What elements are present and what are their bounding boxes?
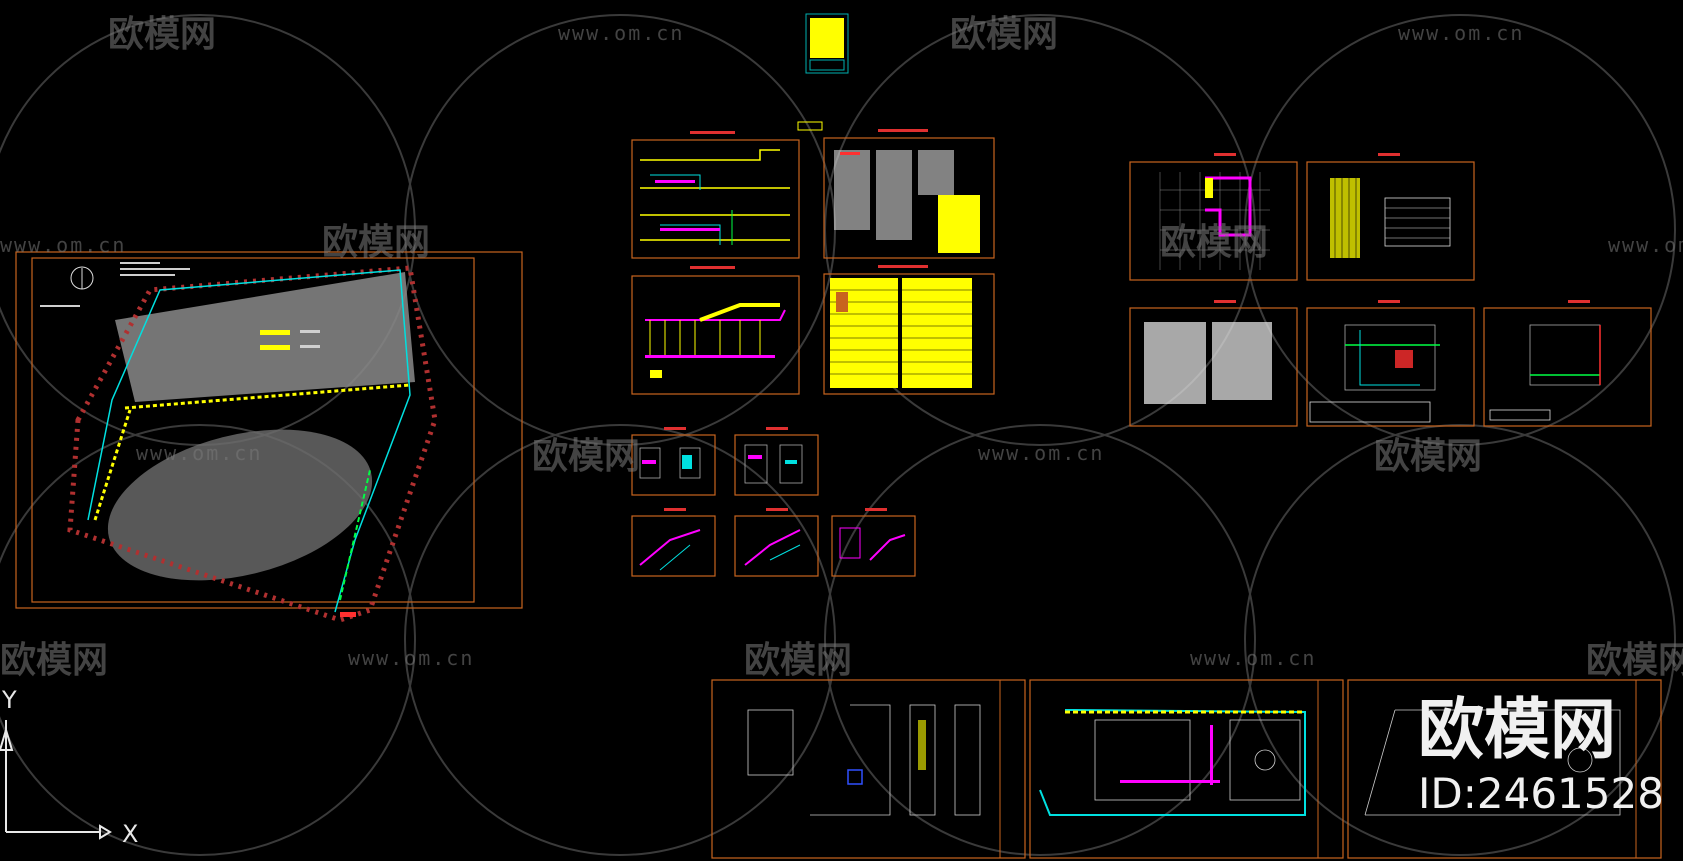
pipe-route <box>87 269 411 613</box>
corner-id: ID:2461528 <box>1418 769 1664 818</box>
watermark-url: www.om.cn <box>348 646 474 670</box>
detail-sheet-b[interactable] <box>734 427 819 496</box>
watermark-circles <box>0 14 1676 856</box>
watermark-url: www.om.cn <box>1608 233 1683 257</box>
notes-sheet-right[interactable] <box>1129 300 1298 427</box>
iso-sheet-b[interactable] <box>734 508 819 577</box>
watermark-logo: 欧模网 <box>1374 436 1482 477</box>
material-table-sheet[interactable] <box>823 265 995 395</box>
iso-sheet-c[interactable] <box>831 508 916 577</box>
building-plan-bottom-c[interactable] <box>1347 679 1662 859</box>
watermark-logo: 欧模网 <box>1160 222 1268 263</box>
watermark-url: www.om.cn <box>1398 21 1524 45</box>
watermark-logo: 欧模网 <box>744 640 852 681</box>
design-notes-sheet[interactable] <box>823 129 995 259</box>
watermark-url: www.om.cn <box>558 21 684 45</box>
site-plan-sheet[interactable] <box>15 251 523 623</box>
main-pipe <box>124 383 411 410</box>
watermark-url: www.om.cn <box>0 233 126 257</box>
field-hatch <box>107 429 373 581</box>
watermark-logo: 欧模网 <box>322 222 430 263</box>
watermark-logo: 欧模网 <box>532 436 640 477</box>
corner-watermark: 欧模网 ID:2461528 <box>1418 691 1664 818</box>
watermark-logo: 欧模网 <box>1586 640 1683 681</box>
watermark-url: www.om.cn <box>136 441 262 465</box>
building-hatch <box>115 272 415 402</box>
legend-sheet[interactable] <box>1306 153 1475 281</box>
label-tag <box>797 121 823 131</box>
building-plan-bottom-b[interactable] <box>1029 679 1344 859</box>
watermark-logo: 欧模网 <box>108 14 216 55</box>
ucs-x-label: X <box>122 820 138 848</box>
watermarks: 欧模网 www.om.cn 欧模网 www.om.cn 欧模网 www.om.c… <box>0 14 1683 681</box>
water-supply-diagram-sheet[interactable] <box>631 131 800 259</box>
floor-plan-right-a[interactable] <box>1129 153 1298 281</box>
watermark-url: www.om.cn <box>978 441 1104 465</box>
corner-logo: 欧模网 <box>1418 691 1616 768</box>
watermark-logo: 欧模网 <box>0 640 108 681</box>
tank-sheet[interactable] <box>1483 300 1652 427</box>
pump-room-sheet[interactable] <box>1306 300 1475 427</box>
cover-sheet[interactable] <box>797 13 849 131</box>
red-marker <box>340 612 356 617</box>
watermark-logo: 欧模网 <box>950 14 1058 55</box>
ucs-icon: X Y <box>0 686 138 848</box>
iso-sheet-a[interactable] <box>631 508 716 577</box>
side-pipe <box>93 409 132 521</box>
detail-sheet-a[interactable] <box>631 427 716 496</box>
site-notes <box>40 262 320 350</box>
ucs-y-label: Y <box>1 686 17 714</box>
watermark-url: www.om.cn <box>1190 646 1316 670</box>
green-pipe <box>339 469 371 601</box>
building-plan-bottom-a[interactable] <box>711 679 1026 859</box>
drainage-diagram-sheet[interactable] <box>631 266 800 395</box>
